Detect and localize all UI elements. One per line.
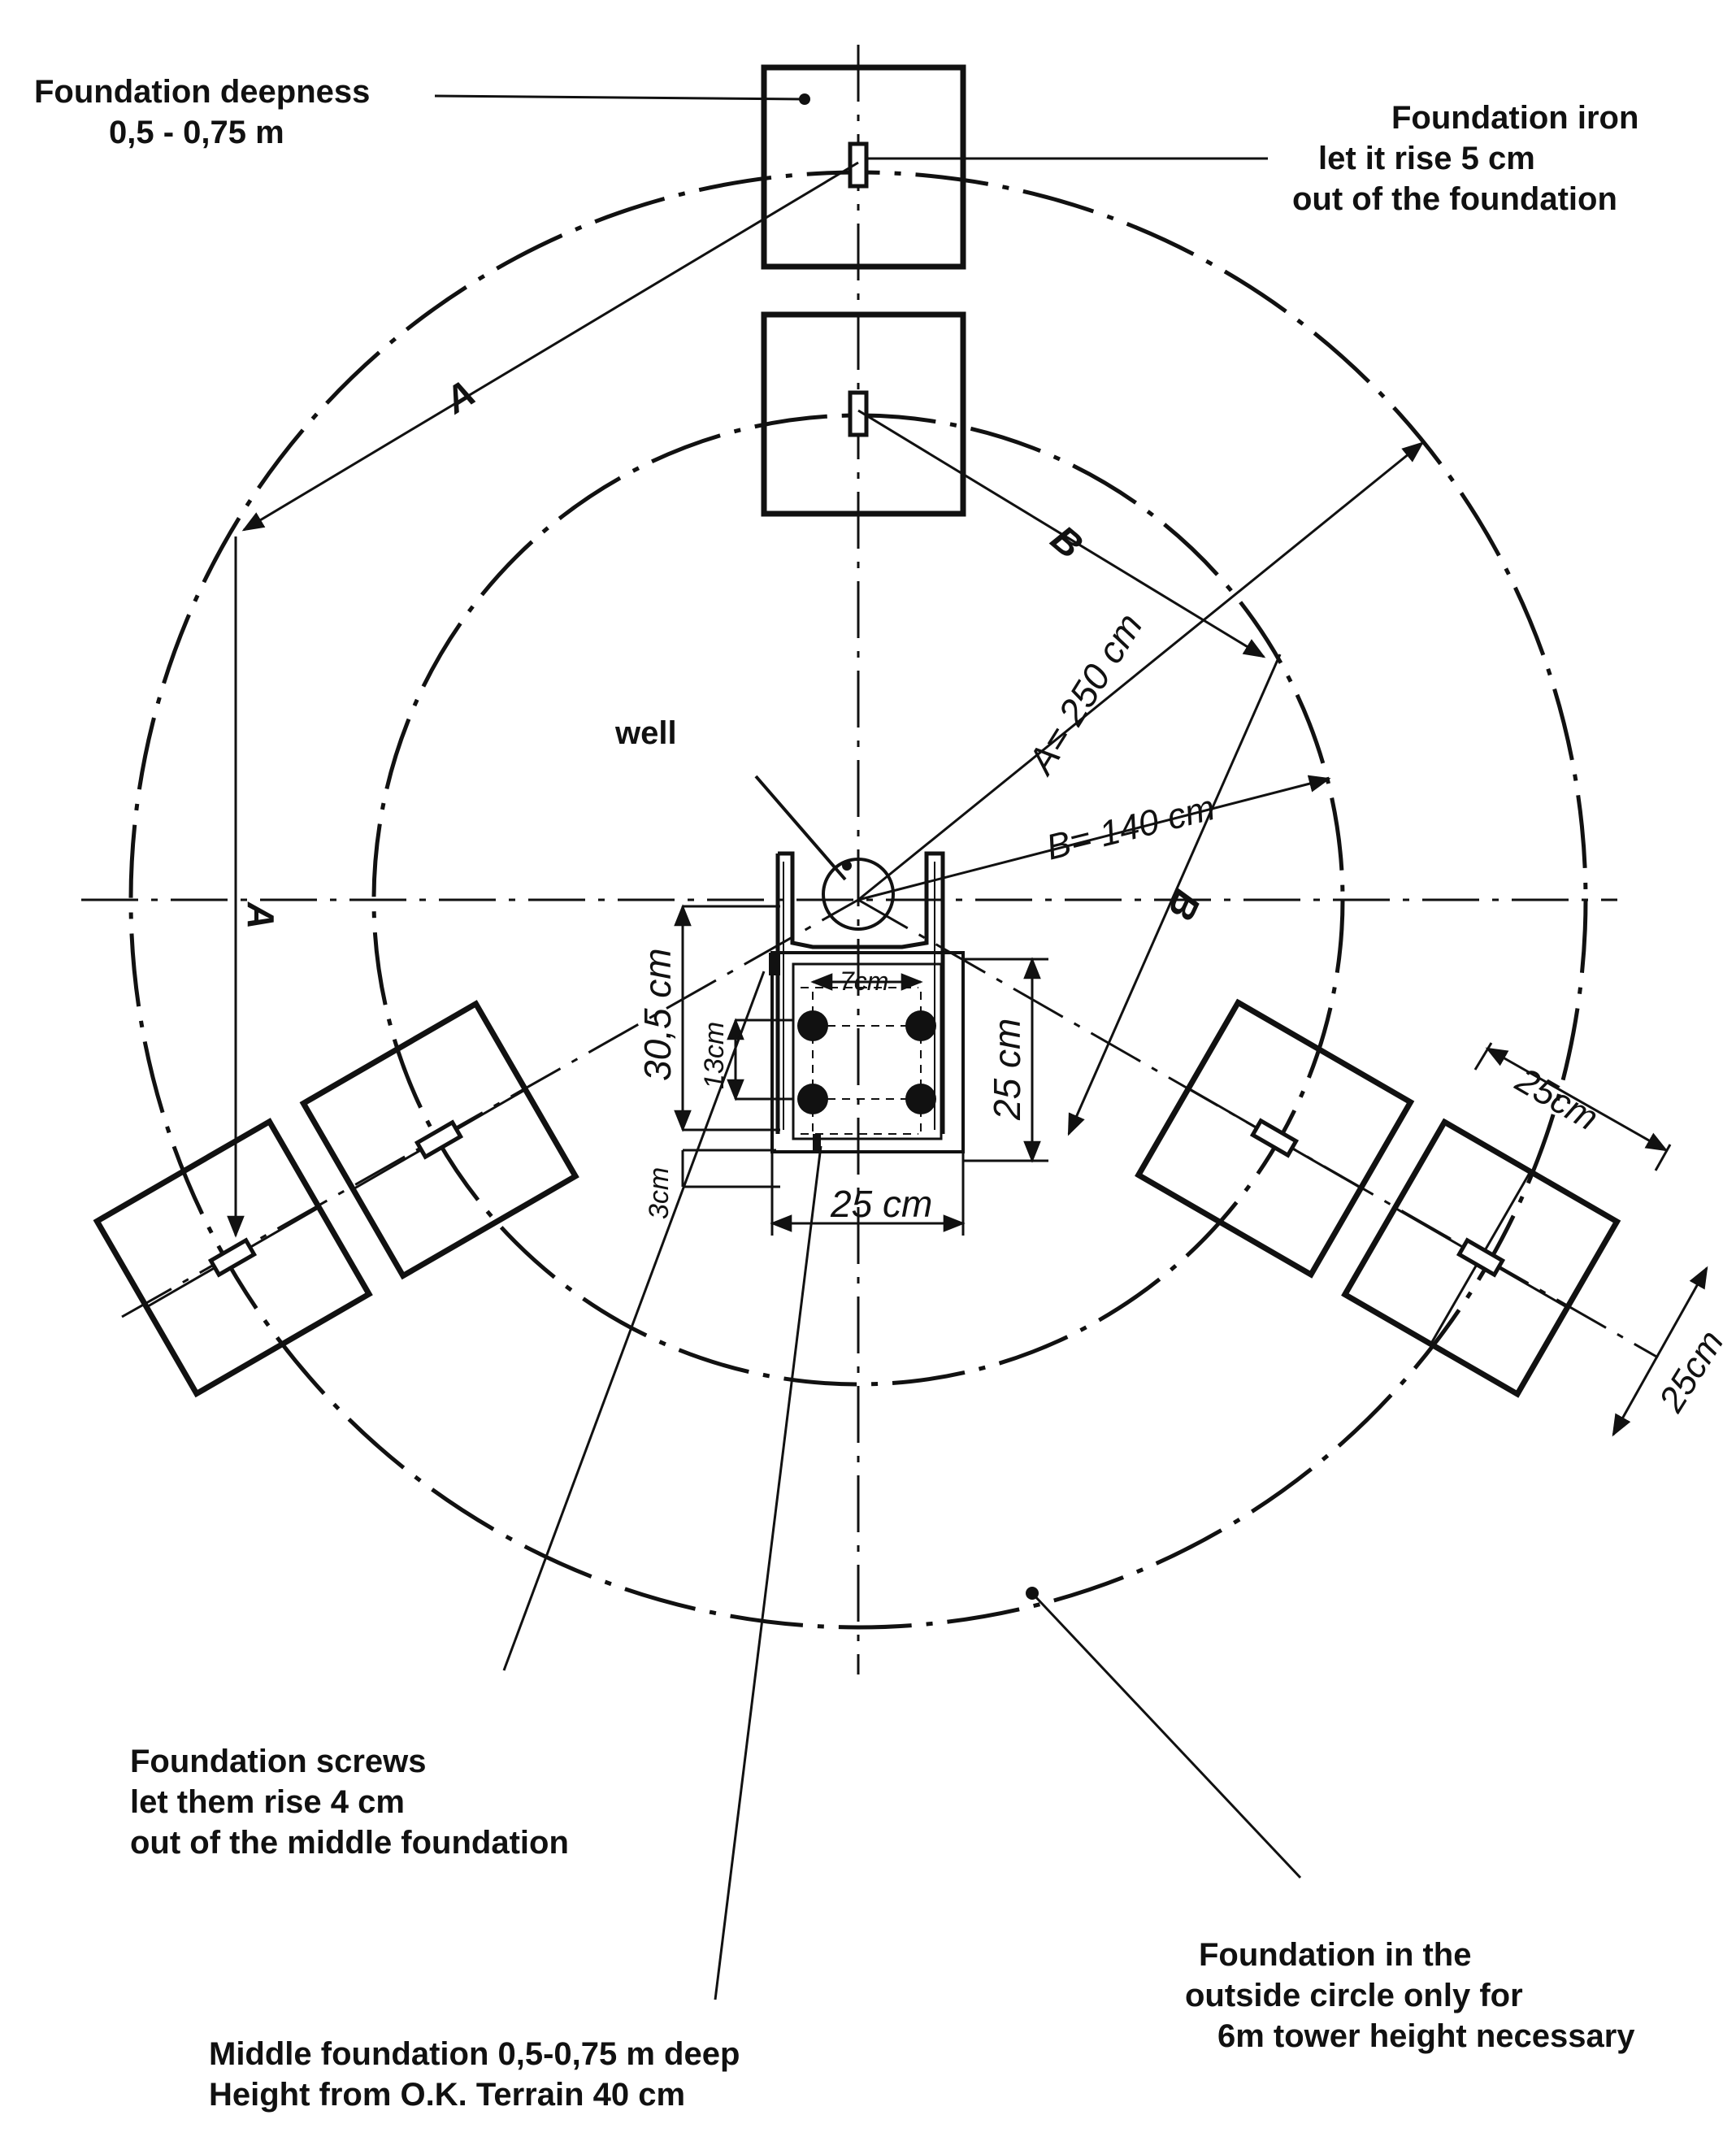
screw-top-left — [797, 1010, 828, 1041]
label-b-right: B — [1160, 884, 1209, 927]
pad-right-outer — [1341, 1118, 1621, 1398]
center-width-label: 25 cm — [830, 1183, 932, 1225]
label-a-upper: A — [436, 371, 483, 422]
pad-right-inner — [1135, 998, 1415, 1279]
pad-top-inner — [761, 311, 966, 517]
pad-left-outer — [93, 1118, 373, 1398]
annotation-line: 0,5 - 0,75 m — [109, 115, 284, 150]
annotation-line: Foundation in the — [1199, 1937, 1472, 1973]
base-offset-label: 3cm — [644, 1167, 675, 1219]
screw-spacing-x-label: 7cm — [840, 966, 888, 996]
annotation-line: Middle foundation 0,5-0,75 m deep — [209, 2036, 740, 2072]
annotation-leaders — [434, 94, 1302, 2000]
annotation-outside-circle: Foundation in the outside circle only fo… — [1185, 1935, 1635, 2057]
screw-bottom-left — [797, 1084, 828, 1114]
screw-bottom-right — [905, 1084, 936, 1114]
annotation-line: Foundation iron — [1391, 100, 1639, 136]
screw-spacing-y-label: 13cm — [699, 1022, 730, 1089]
annotation-line: let it rise 5 cm — [1318, 141, 1535, 176]
center-height-label: 30,5 cm — [636, 948, 679, 1081]
annotation-line: outside circle only for — [1185, 1978, 1523, 2013]
annotation-line: Height from O.K. Terrain 40 cm — [209, 2077, 686, 2113]
annotation-middle-foundation: Middle foundation 0,5-0,75 m deep Height… — [209, 2034, 740, 2115]
pad-top-outer — [761, 64, 966, 270]
annotation-line: let them rise 4 cm — [130, 1784, 405, 1820]
annotation-line: out of the middle foundation — [130, 1825, 569, 1861]
annotation-line: Foundation screws — [130, 1744, 427, 1779]
label-a-left: A — [240, 901, 282, 929]
radius-leaders — [227, 161, 1425, 1238]
pad-left-inner — [299, 1000, 579, 1280]
annotation-line: out of the foundation — [1292, 181, 1617, 217]
annotation-foundation-deepness: Foundation deepness 0,5 - 0,75 m — [34, 72, 370, 153]
well-circle — [822, 858, 895, 931]
radius-a-label: A= 250 cm — [1018, 606, 1151, 783]
annotation-well: well — [615, 715, 677, 751]
outer-circle-marker — [1026, 1587, 1039, 1600]
label-b-upper: B — [1044, 517, 1092, 567]
middle-foundation — [754, 775, 965, 1153]
annotation-foundation-iron: Foundation iron let it rise 5 cm out of … — [1292, 98, 1638, 219]
annotation-line: 6m tower height necessary — [1217, 2018, 1635, 2054]
pad-height-label: 25cm — [1651, 1323, 1731, 1419]
annotation-line: Foundation deepness — [34, 74, 371, 110]
pad-dimensions — [1473, 1042, 1708, 1437]
annotation-foundation-screws: Foundation screws let them rise 4 cm out… — [130, 1741, 569, 1863]
screw-top-right — [905, 1010, 936, 1041]
center-depth-label: 25 cm — [986, 1019, 1028, 1121]
pad-width-label: 25cm — [1508, 1060, 1605, 1139]
